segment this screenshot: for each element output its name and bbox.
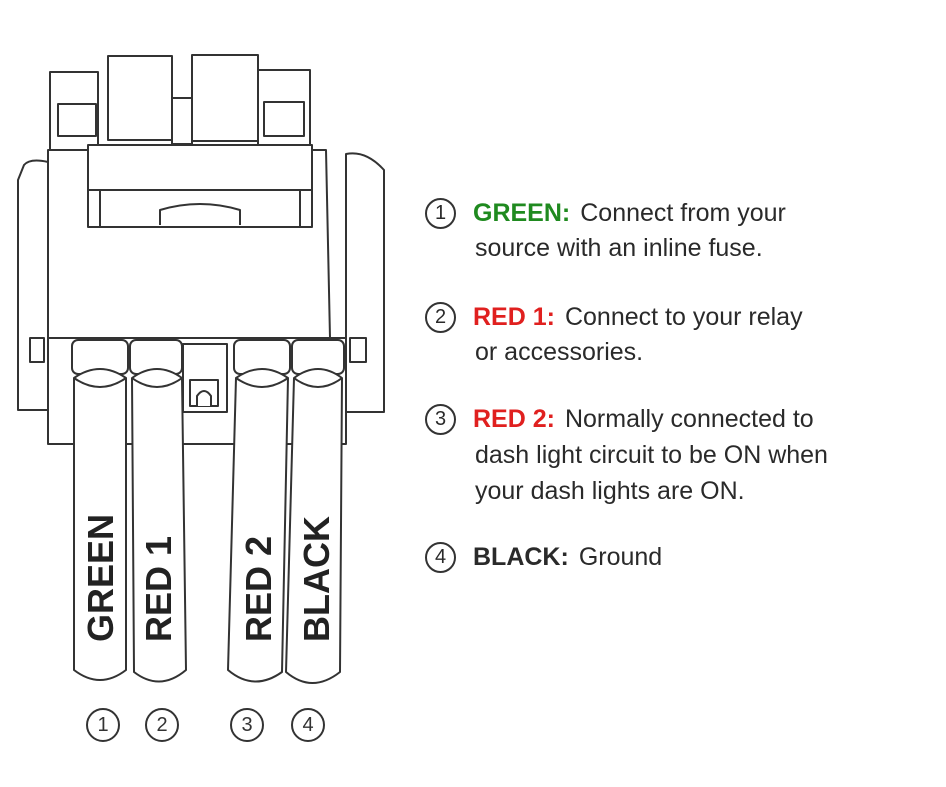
legend-wire-name: BLACK: [473, 543, 569, 571]
wire-number-2: 2 [145, 708, 179, 742]
connector-side-clips [17, 152, 385, 413]
wire-label-black: BLACK [296, 516, 337, 642]
wire-1 [73, 368, 127, 681]
legend-text-line: Ground [578, 543, 663, 571]
wire-sleeves [71, 339, 345, 375]
legend-number: 4 [425, 542, 456, 573]
connector-top-tabs [49, 54, 311, 151]
legend-number: 3 [425, 404, 456, 435]
wire-4 [285, 368, 343, 684]
legend-text-line: dash light circuit to be ON when [475, 441, 828, 469]
legend-wire-name: RED 1: [473, 303, 555, 331]
legend-number: 1 [425, 198, 456, 229]
wire-label-green: GREEN [80, 514, 121, 642]
legend-number: 2 [425, 302, 456, 333]
wire-number-4: 4 [291, 708, 325, 742]
wire-2 [131, 368, 187, 683]
connector-housing [47, 144, 331, 339]
legend-text-line: source with an inline fuse. [475, 234, 763, 262]
wire-number-3: 3 [230, 708, 264, 742]
legend-text-line: Normally connected to [564, 405, 814, 433]
legend-wire-name: RED 2: [473, 405, 555, 433]
legend-text-line: Connect from your [580, 199, 786, 227]
wire-number-1: 1 [86, 708, 120, 742]
wire-label-red-2: RED 2 [238, 536, 279, 642]
legend-text-line: your dash lights are ON. [475, 477, 745, 505]
legend-text-line: or accessories. [475, 338, 644, 366]
legend-wire-name: GREEN: [473, 199, 571, 227]
wire-3 [227, 368, 289, 683]
legend-text-line: Connect to your relay [564, 303, 803, 331]
wire-label-red-1: RED 1 [138, 536, 179, 642]
